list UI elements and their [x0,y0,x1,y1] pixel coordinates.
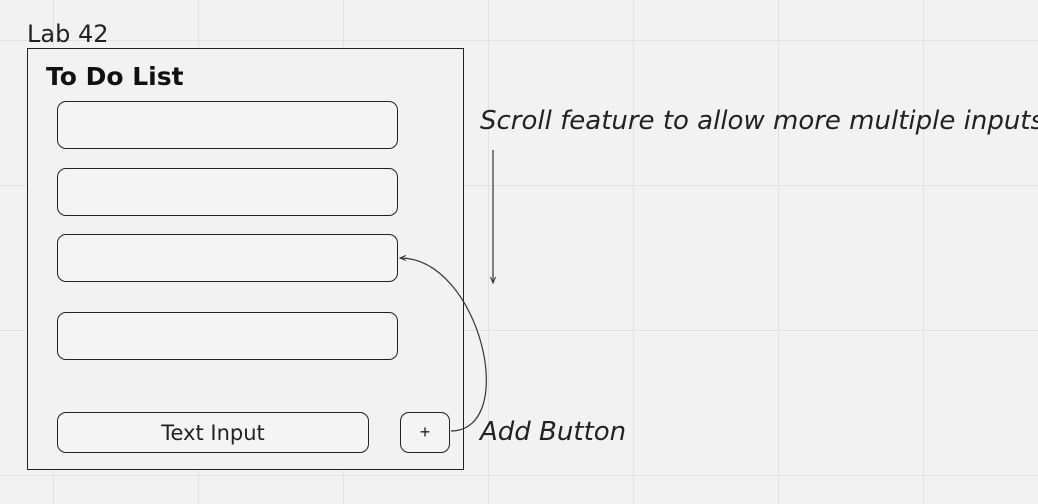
text-input[interactable]: Text Input [57,412,369,453]
add-button[interactable]: + [400,412,450,453]
scroll-annotation: Scroll feature to allow more multiple in… [480,106,1038,136]
todo-wireframe: To Do List Text Input + [27,48,464,470]
list-item-2 [57,168,398,216]
frame-title: To Do List [46,62,184,91]
list-item-1 [57,101,398,149]
list-item-4 [57,312,398,360]
frame-label: Lab 42 [27,20,109,48]
list-item-3 [57,234,398,282]
add-button-annotation: Add Button [480,417,627,447]
add-item-connector [400,258,487,432]
